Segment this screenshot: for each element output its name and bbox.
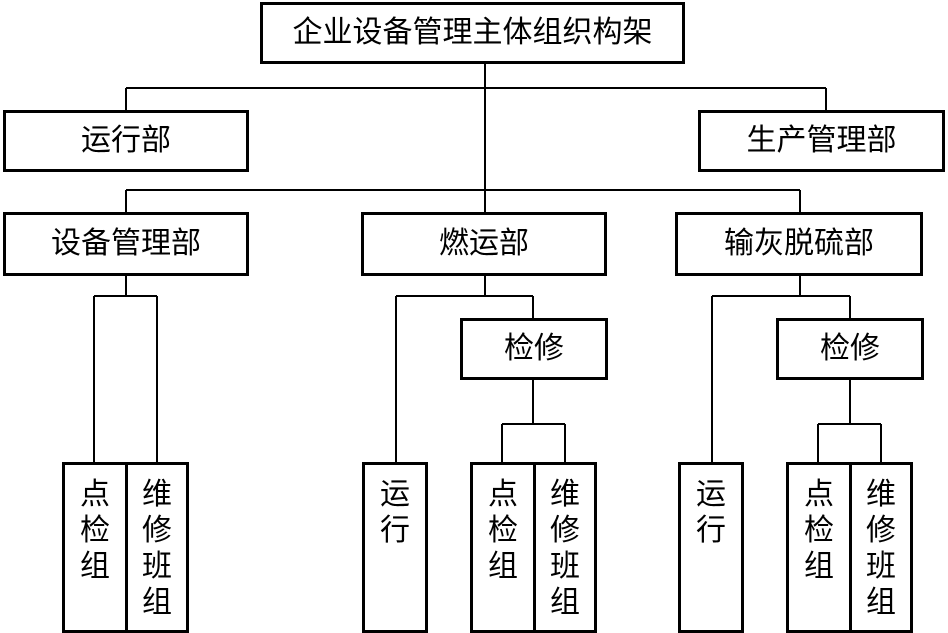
ash-inspection-group-box: 点检组	[786, 462, 852, 633]
ash-inspection-group-label: 点检组	[804, 477, 834, 584]
fuel-inspection-group-box: 点检组	[470, 462, 536, 633]
fuel-dept-box: 燃运部	[361, 212, 607, 276]
ash-operation-label: 运行	[696, 477, 726, 548]
operations-dept-label: 运行部	[81, 123, 171, 158]
org-title: 企业设备管理主体组织构架	[292, 15, 653, 50]
fuel-inspection-group-label: 点检组	[488, 477, 518, 584]
ash-repair-team-box: 维修班组	[849, 462, 913, 633]
production-mgmt-dept-label: 生产管理部	[746, 123, 897, 158]
equipment-repair-team-label: 维修班组	[142, 477, 172, 620]
fuel-operation-label: 运行	[380, 477, 410, 548]
equipment-inspection-group-label: 点检组	[80, 477, 110, 584]
fuel-dept-label: 燃运部	[439, 226, 529, 261]
fuel-repair-team-label: 维修班组	[550, 477, 580, 620]
ash-maintenance-box: 检修	[776, 318, 924, 380]
fuel-maintenance-label: 检修	[504, 331, 564, 366]
ash-maintenance-label: 检修	[820, 331, 880, 366]
ash-desulf-dept-box: 输灰脱硫部	[675, 212, 923, 276]
operations-dept-box: 运行部	[3, 110, 249, 172]
equipment-mgmt-dept-box: 设备管理部	[3, 212, 249, 276]
ash-operation-box: 运行	[678, 462, 744, 633]
fuel-maintenance-box: 检修	[460, 318, 608, 380]
ash-repair-team-label: 维修班组	[866, 477, 896, 620]
equipment-mgmt-dept-label: 设备管理部	[51, 226, 201, 261]
equipment-repair-team-box: 维修班组	[125, 462, 189, 633]
fuel-repair-team-box: 维修班组	[533, 462, 597, 633]
fuel-operation-box: 运行	[362, 462, 428, 633]
ash-desulf-dept-label: 输灰脱硫部	[724, 226, 874, 261]
org-title-box: 企业设备管理主体组织构架	[260, 2, 685, 64]
equipment-inspection-group-box: 点检组	[62, 462, 128, 633]
production-mgmt-dept-box: 生产管理部	[698, 110, 945, 172]
